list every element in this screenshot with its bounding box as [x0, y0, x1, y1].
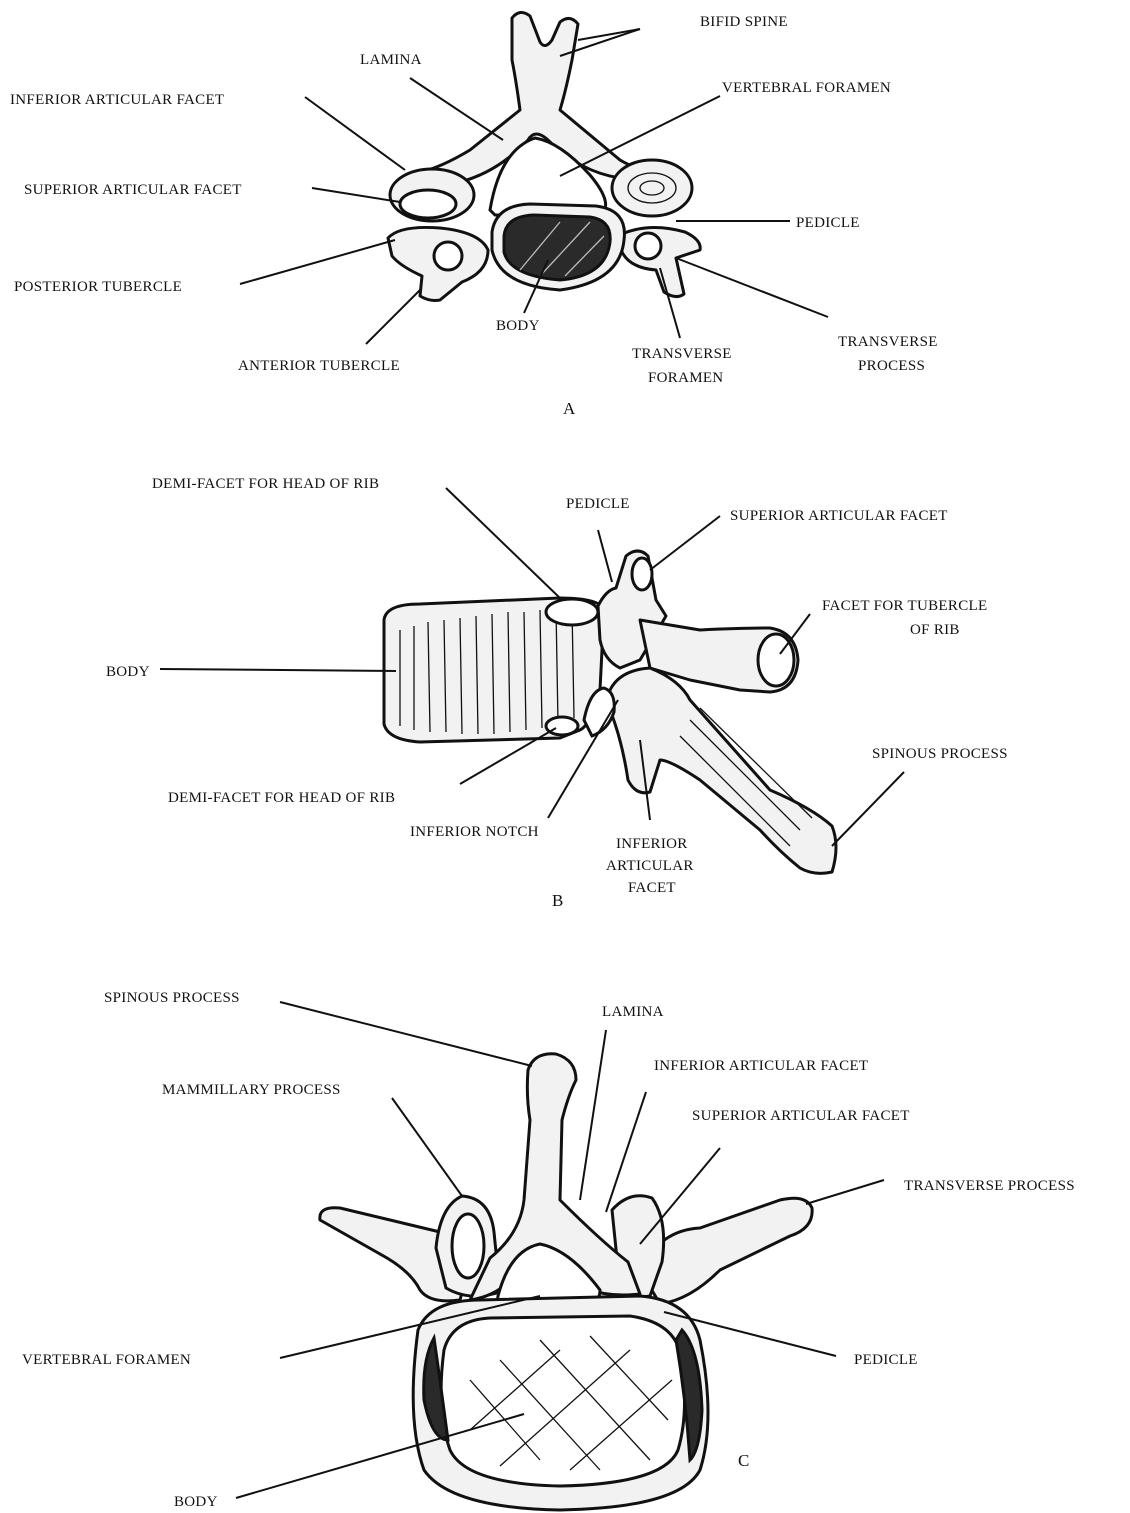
left-superior-facet-c-shape	[452, 1214, 484, 1278]
label-mammillary-process: MAMMILLARY PROCESS	[162, 1082, 341, 1098]
label-lamina-c: LAMINA	[602, 1004, 664, 1020]
panel-letter-b: B	[552, 891, 563, 910]
panel-letter-c: C	[738, 1451, 749, 1470]
label-lamina: LAMINA	[360, 52, 422, 68]
label-superior-articular-facet-b: SUPERIOR ARTICULAR FACET	[730, 508, 948, 524]
label-transverse-process-line1: TRANSVERSE	[838, 334, 938, 350]
label-vertebral-foramen-c: VERTEBRAL FORAMEN	[22, 1352, 191, 1368]
label-pedicle: PEDICLE	[796, 215, 860, 231]
label-body-c: BODY	[174, 1494, 218, 1510]
right-transverse-foramen	[635, 233, 661, 259]
label-inferior-notch: INFERIOR NOTCH	[410, 824, 539, 840]
label-superior-articular-facet-c: SUPERIOR ARTICULAR FACET	[692, 1108, 910, 1124]
panel-c: SPINOUS PROCESS LAMINA INFERIOR ARTICULA…	[22, 990, 1075, 1510]
label-body: BODY	[496, 318, 540, 334]
label-transverse-process-line2: PROCESS	[858, 358, 925, 374]
panel-b: DEMI-FACET FOR HEAD OF RIB PEDICLE SUPER…	[106, 476, 1008, 910]
label-pedicle-c: PEDICLE	[854, 1352, 918, 1368]
panel-a-drawing	[388, 12, 700, 300]
label-facet-tubercle-line2: OF RIB	[910, 622, 960, 638]
label-superior-articular-facet: SUPERIOR ARTICULAR FACET	[24, 182, 242, 198]
label-inferior-articular-facet: INFERIOR ARTICULAR FACET	[10, 92, 224, 108]
label-transverse-foramen-line1: TRANSVERSE	[632, 346, 732, 362]
left-superior-facet-shape	[400, 190, 456, 218]
label-demi-facet-bottom: DEMI-FACET FOR HEAD OF RIB	[168, 790, 395, 806]
label-spinous-process-c: SPINOUS PROCESS	[104, 990, 240, 1006]
label-transverse-process-c: TRANSVERSE PROCESS	[904, 1178, 1075, 1194]
superior-articular-facet-b-shape	[632, 558, 652, 590]
label-demi-facet-top: DEMI-FACET FOR HEAD OF RIB	[152, 476, 379, 492]
label-inferior-articular-facet-line3: FACET	[628, 880, 676, 896]
label-vertebral-foramen: VERTEBRAL FORAMEN	[722, 80, 891, 96]
label-inferior-articular-facet-line2: ARTICULAR	[606, 858, 694, 874]
right-articular-pillar	[612, 160, 692, 216]
label-inferior-articular-facet-line1: INFERIOR	[616, 836, 688, 852]
panel-a-labels: BIFID SPINE LAMINA VERTEBRAL FORAMEN INF…	[10, 14, 938, 418]
panel-a: BIFID SPINE LAMINA VERTEBRAL FORAMEN INF…	[10, 12, 938, 418]
panel-letter-a: A	[563, 399, 576, 418]
label-inferior-articular-facet-c: INFERIOR ARTICULAR FACET	[654, 1058, 868, 1074]
label-spinous-process-b: SPINOUS PROCESS	[872, 746, 1008, 762]
label-transverse-foramen-line2: FORAMEN	[648, 370, 723, 386]
label-bifid-spine: BIFID SPINE	[700, 14, 788, 30]
label-anterior-tubercle: ANTERIOR TUBERCLE	[238, 358, 400, 374]
demi-facet-bottom-shape	[546, 717, 578, 735]
demi-facet-top-shape	[546, 599, 598, 625]
left-transverse-foramen	[434, 242, 462, 270]
label-body-b: BODY	[106, 664, 150, 680]
label-posterior-tubercle: POSTERIOR TUBERCLE	[14, 279, 182, 295]
label-pedicle-b: PEDICLE	[566, 496, 630, 512]
label-facet-tubercle-line1: FACET FOR TUBERCLE	[822, 598, 987, 614]
